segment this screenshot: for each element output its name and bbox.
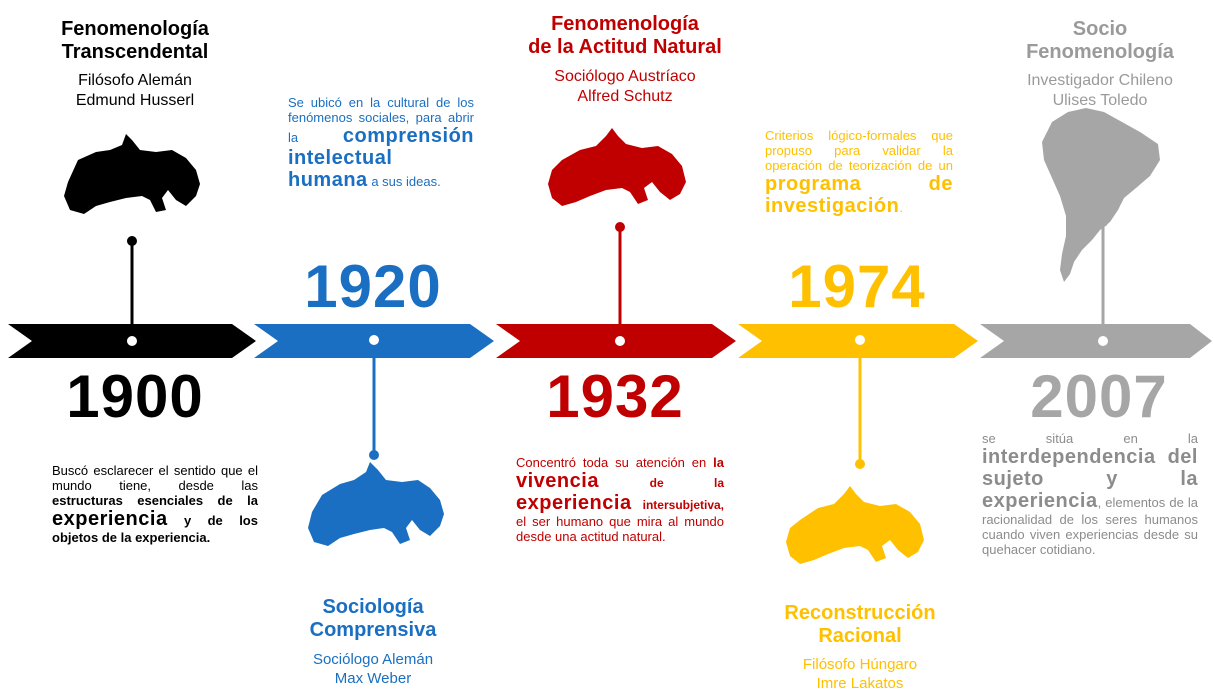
- timeline-arrow-2007: [980, 324, 1212, 358]
- event-2007-name: Ulises Toledo: [1052, 92, 1148, 109]
- event-2007-desc-comma: ,: [1097, 495, 1102, 510]
- event-1974-desc-emph: programa de investigación: [765, 173, 953, 217]
- event-1900-title: Fenomenología Transcendental: [30, 18, 240, 64]
- event-1920-year: 1920: [304, 253, 442, 320]
- event-1900-role: Filósofo Alemán: [78, 72, 192, 89]
- event-1900-title-line1: Fenomenología: [61, 18, 209, 40]
- event-2007-description: se sitúa en la interdependencia del suje…: [982, 431, 1198, 557]
- event-1900-description: Buscó esclarecer el sentido que el mundo…: [52, 463, 258, 545]
- event-2007-title-line2: Fenomenología: [1026, 41, 1174, 63]
- hungary-map-icon: [786, 486, 924, 564]
- event-1974-title-line2: Racional: [818, 625, 902, 647]
- event-2007-title: Socio Fenomenología: [990, 18, 1210, 64]
- connector-1900: [127, 236, 137, 346]
- event-1974-role: Filósofo Húngaro: [802, 656, 918, 673]
- event-1920-desc-end: a sus ideas.: [371, 174, 441, 189]
- event-1932-desc-bold: la: [713, 455, 724, 470]
- event-1900-title-line2: Transcendental: [61, 41, 209, 63]
- connector-1920: [369, 335, 379, 460]
- event-1974-name: Imre Lakatos: [816, 675, 904, 692]
- event-2007-role: Investigador Chileno: [1027, 72, 1173, 89]
- event-1974-person: Filósofo Húngaro Imre Lakatos: [752, 655, 968, 693]
- event-1920-desc-emph: comprensión intelectual humana: [288, 125, 474, 191]
- event-1900-name: Edmund Husserl: [75, 92, 195, 109]
- event-2007-year: 2007: [1030, 363, 1168, 430]
- event-1900-desc-bold-end: y de los objetos de la experiencia.: [52, 513, 258, 545]
- event-1920-title-line2: Comprensiva: [309, 619, 437, 641]
- event-1932-desc-bold-mid: de la: [649, 476, 724, 490]
- event-1974-year: 1974: [788, 253, 926, 320]
- event-1920-role: Sociólogo Alemán: [312, 651, 434, 668]
- austria-map-icon: [548, 128, 686, 206]
- event-1932-year: 1932: [546, 363, 684, 430]
- south-america-map-icon: [1042, 108, 1160, 282]
- event-1974-title-line1: Reconstrucción: [784, 602, 936, 624]
- event-1920-description: Se ubicó en la cultural de los fenómenos…: [288, 95, 474, 191]
- event-1932-desc-emph2: experiencia: [516, 492, 632, 514]
- event-1900-desc-bold: estructuras esenciales de la: [52, 493, 258, 508]
- event-1900-desc-text: Buscó esclarecer el sentido que el mundo…: [52, 463, 258, 493]
- event-1920-title-line1: Sociología: [322, 596, 424, 618]
- event-1932-description: Concentró toda su atención en la vivenci…: [516, 455, 724, 544]
- event-1974-description: Criterios lógico-formales que propuso pa…: [765, 128, 953, 217]
- germany-map-icon-weber: [308, 462, 444, 546]
- event-2007-desc-end: elementos de la racionalidad de los sere…: [982, 495, 1198, 557]
- event-1932-desc-bold-end: intersubjetiva,: [642, 498, 724, 512]
- event-1932-title-line1: Fenomenología: [551, 13, 699, 35]
- event-1932-desc-end: el ser humano que mira al mundo desde un…: [516, 514, 724, 544]
- event-2007-desc-text: se sitúa en la: [982, 431, 1198, 446]
- event-1900-person: Filósofo Alemán Edmund Husserl: [30, 71, 240, 111]
- event-1900-desc-emph: experiencia: [52, 508, 168, 530]
- event-1932-person: Sociólogo Austríaco Alfred Schutz: [520, 67, 730, 107]
- event-1932-title: Fenomenología de la Actitud Natural: [490, 13, 760, 59]
- event-2007-title-line1: Socio: [1072, 18, 1128, 40]
- event-1920-desc-text: Se ubicó en la cultural de los fenómenos…: [288, 95, 474, 145]
- event-2007-desc-emph: interdependencia del sujeto y la experie…: [982, 446, 1198, 512]
- event-1920-person: Sociólogo Alemán Max Weber: [268, 650, 478, 688]
- event-1932-role: Sociólogo Austríaco: [554, 68, 696, 85]
- event-1974-desc-text: Criterios lógico-formales que propuso pa…: [765, 128, 953, 173]
- connector-1932: [615, 222, 625, 346]
- event-1920-name: Max Weber: [334, 670, 412, 687]
- event-1932-desc-emph: vivencia: [516, 470, 599, 492]
- connector-1974: [855, 335, 865, 469]
- event-1974-title: Reconstrucción Racional: [752, 602, 968, 648]
- event-1932-title-line2: de la Actitud Natural: [528, 36, 722, 58]
- event-1932-desc-text: Concentró toda su atención en: [516, 455, 707, 470]
- event-1932-name: Alfred Schutz: [577, 88, 673, 105]
- event-1974-desc-end: .: [899, 200, 903, 215]
- germany-map-icon: [64, 134, 200, 214]
- event-1900-year: 1900: [66, 363, 204, 430]
- event-1920-title: Sociología Comprensiva: [268, 596, 478, 642]
- event-2007-person: Investigador Chileno Ulises Toledo: [990, 71, 1210, 111]
